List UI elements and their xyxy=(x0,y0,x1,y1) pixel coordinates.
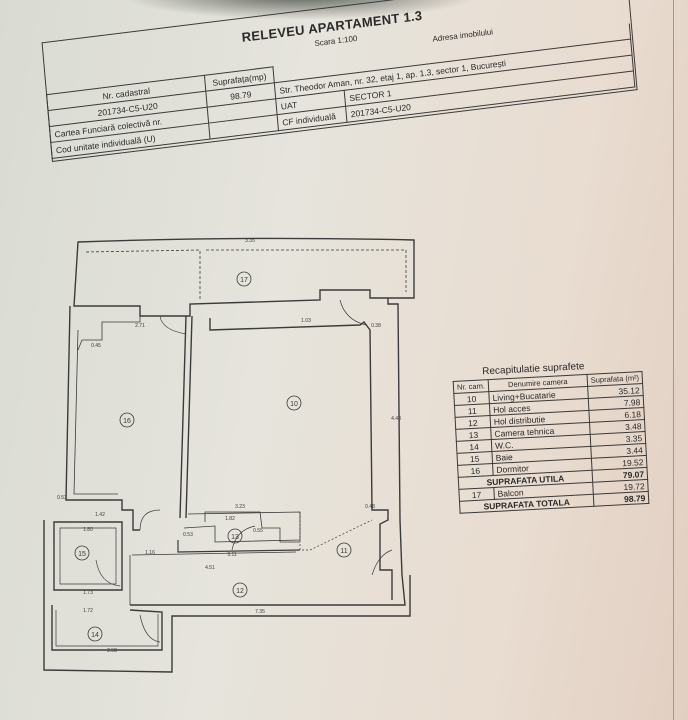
dim-tech-inner: 0.55 xyxy=(253,528,263,534)
dim-bedroom-top: 2.71 xyxy=(135,323,145,329)
summary-table: Nr. cam. Denumire camera Suprafata (m²) … xyxy=(453,371,650,514)
balcony-outline xyxy=(73,237,415,317)
room-14-label: 14 xyxy=(91,632,99,639)
dim-living-bottom-right: 0.48 xyxy=(365,504,375,510)
room-15-label: 15 xyxy=(78,551,86,558)
total-area-value: 98.79 xyxy=(593,491,650,507)
dim-wc-bottom: 2.58 xyxy=(107,648,117,654)
dim-hall-width: 4.51 xyxy=(205,565,215,571)
dim-living-right-inset: 0.38 xyxy=(371,323,381,329)
dim-tech-left: 0.53 xyxy=(183,532,193,538)
room-13-label: 13 xyxy=(231,534,239,541)
dim-bath-bottom: 1.73 xyxy=(83,590,93,596)
dim-tech-bottom: 3.11 xyxy=(227,552,237,558)
dim-living-top: 1.03 xyxy=(301,318,311,324)
room-11-label: 11 xyxy=(340,548,347,555)
surface-summary: Recapitulatie suprafete Nr. cam. Denumir… xyxy=(452,358,650,514)
room-17-label: 17 xyxy=(240,277,248,284)
dim-bedroom-bottom-left: 0.53 xyxy=(57,495,67,501)
photo-shadow xyxy=(120,0,480,20)
dim-bedroom-inset: 0.45 xyxy=(91,343,101,349)
room-10-label: 10 xyxy=(290,401,298,408)
room-16-label: 16 xyxy=(123,418,131,425)
dim-bedroom-bottom: 1.42 xyxy=(95,512,105,518)
dim-living-right: 4.48 xyxy=(391,416,401,422)
dim-tech-top: 1.82 xyxy=(225,516,235,522)
dim-hall-door: 1.16 xyxy=(145,550,155,556)
page-edge xyxy=(673,0,674,720)
dim-living-bottom: 3.23 xyxy=(235,504,245,510)
dim-hall-bottom: 7.35 xyxy=(255,609,265,615)
dim-balcony-top: 3.35 xyxy=(245,238,255,244)
dim-wc-top: 1.72 xyxy=(83,608,93,614)
dim-bath-top: 1.80 xyxy=(83,527,93,533)
room-12-label: 12 xyxy=(236,588,244,595)
